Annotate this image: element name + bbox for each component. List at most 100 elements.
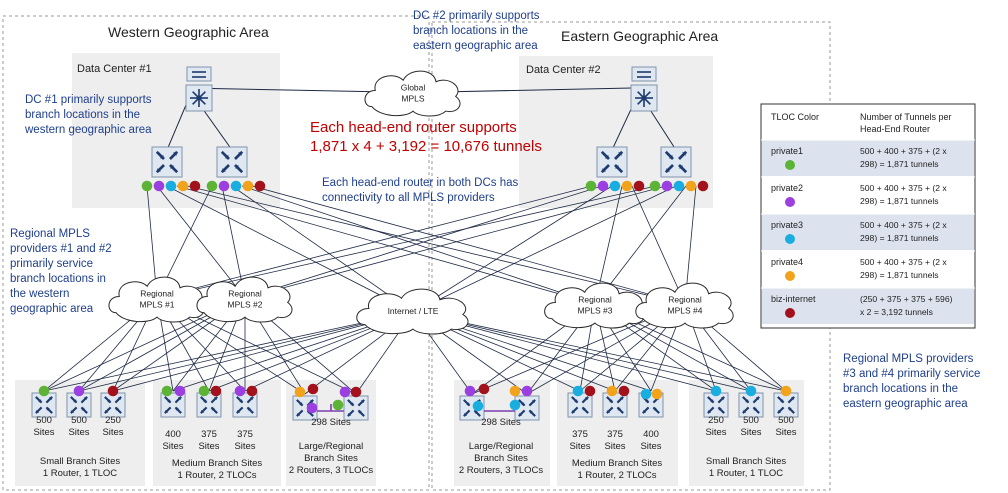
legend-tloc-name: private4 [771, 257, 803, 267]
router-arrowhead [742, 409, 747, 414]
router-arrowhead [679, 165, 684, 170]
router-arrowhead [755, 396, 760, 401]
legend-tunnel-text: (250 + 375 + 375 + 596) [860, 294, 953, 304]
regional-mpls-3-cloud-shape [544, 282, 645, 329]
router-arrowhead [46, 407, 50, 411]
router-arrowhead [474, 410, 478, 414]
legend-row-biz-internet: biz-internet(250 + 375 + 375 + 596)x 2 =… [761, 287, 975, 324]
router-arrowhead [117, 396, 122, 401]
branch-site-count: Sites [705, 427, 726, 438]
router-arrowhead [211, 407, 215, 411]
legend-header-tunnels: Head-End Router [860, 124, 930, 134]
branch-site-count: Sites [68, 427, 89, 438]
router-arrowhead [299, 402, 303, 406]
link-line [646, 104, 677, 151]
switch-body [186, 66, 212, 82]
router-arrowhead [107, 399, 111, 403]
dc2-note-line: eastern geographic area [413, 40, 538, 52]
router-arrowhead [790, 396, 795, 401]
router-body [160, 392, 186, 418]
legend-tunnel-text: 298) = 1,871 tunnels [860, 233, 939, 243]
regional-mpls-4-cloud-label: Regional [668, 295, 702, 305]
regional-note-east-line: eastern geographic area [843, 398, 968, 410]
legend-row-bg [762, 214, 974, 250]
branch-router-ws2-icon [66, 392, 92, 418]
branch-site-count: 400 [165, 429, 181, 440]
branch-router-ws3-icon [100, 392, 126, 418]
link-line [412, 311, 787, 392]
headend-tloc-dot [673, 180, 685, 192]
link-line [166, 185, 414, 313]
branch-site-count: 500 [778, 415, 794, 426]
link-line [199, 104, 233, 151]
tloc-dot [174, 385, 186, 397]
dc1-note-line: western geographic area [24, 124, 152, 136]
internet-lte-cloud-label: Internet / LTE [388, 306, 439, 316]
tloc-dot [107, 385, 119, 397]
regional-note-west-line: the western [10, 288, 69, 300]
router-arrowhead [173, 151, 178, 156]
dc1-headend-router-1-icon [151, 146, 183, 178]
regional-note-west: Regional MPLS providers #1 and #2 primar… [10, 228, 112, 315]
dc2-headend-router-2-icon [660, 146, 692, 178]
legend-color-dot [785, 160, 795, 170]
legend-tunnel-text: 298) = 1,871 tunnels [860, 159, 939, 169]
branch-router-wm3-icon [232, 392, 258, 418]
router-body [703, 392, 729, 418]
branch-group-footer: Large/Regional [469, 441, 533, 452]
headend-tloc-dot [177, 180, 189, 192]
router-arrowhead [710, 399, 714, 403]
branch-site-count: Sites [604, 441, 625, 452]
regional-note-west-line: geographic area [10, 303, 94, 315]
tloc-dot [509, 385, 521, 397]
tloc-dot [651, 388, 663, 400]
router-arrowhead [83, 396, 88, 401]
eastern-area-title: Eastern Geographic Area [561, 28, 718, 44]
router-arrowhead [221, 168, 226, 173]
dc1-label: Data Center #1 [77, 63, 152, 75]
headend-tloc-dot [609, 180, 621, 192]
tloc-dot [710, 385, 722, 397]
tloc-dot [640, 388, 652, 400]
link-line [78, 311, 414, 392]
branch-group-footer: Large/Regional [299, 441, 363, 452]
router-arrowhead [239, 399, 243, 403]
branch-group-footer: 1 Router, 2 TLOCs [577, 470, 656, 481]
tloc-dot [307, 383, 319, 395]
headend-tloc-dot [189, 180, 201, 192]
branch-site-count: 400 [643, 429, 659, 440]
tloc-dot [234, 385, 246, 397]
legend-tloc-name: private1 [771, 146, 803, 156]
branch-router-ws1-icon [31, 392, 57, 418]
router-body [66, 392, 92, 418]
headend-tloc-dot [621, 180, 633, 192]
legend-header-tunnels: Number of Tunnels per [860, 112, 952, 122]
tloc-dot [464, 385, 476, 397]
router-arrowhead [529, 410, 533, 414]
router-arrowhead [518, 412, 523, 417]
branch-site-count: 375 [572, 429, 588, 440]
link-line [43, 311, 414, 392]
router-arrowhead [347, 412, 352, 417]
router-body [232, 392, 258, 418]
headend-tloc-dot [242, 180, 254, 192]
tloc-dot [210, 385, 222, 397]
tloc-dot [584, 385, 596, 397]
branch-site-count: 298 Sites [481, 417, 521, 428]
branch-router-em2-icon [602, 392, 628, 418]
headend-tloc-dot [585, 180, 597, 192]
branch-group-footer: Medium Branch Sites [572, 458, 663, 469]
legend-tunnel-text: 298) = 1,871 tunnels [860, 196, 939, 206]
link-line [241, 185, 596, 305]
router-arrowhead [745, 399, 749, 403]
tloc-dot [246, 385, 258, 397]
tloc-dot [472, 400, 484, 412]
router-arrowhead [653, 407, 657, 411]
tloc-dot [38, 385, 50, 397]
router-arrowhead [73, 399, 77, 403]
